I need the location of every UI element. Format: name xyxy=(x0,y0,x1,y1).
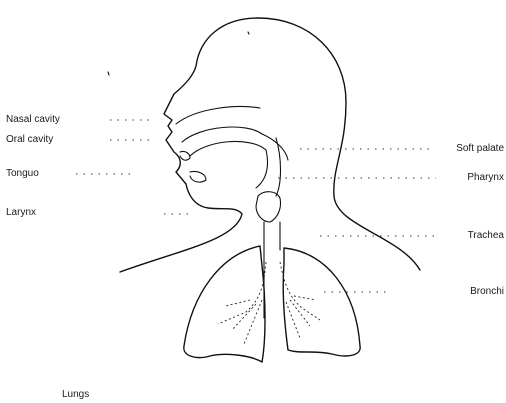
head-outline xyxy=(120,18,258,272)
lower-lip xyxy=(190,171,206,182)
label-bronchi: Bronchi xyxy=(470,286,504,298)
left-lung-outline xyxy=(184,246,265,362)
right-bronchus-airway xyxy=(280,262,320,320)
left-bronchus-branch-1 xyxy=(232,304,256,330)
label-oral-cavity: Oral cavity xyxy=(6,134,53,146)
left-bronchus-airway xyxy=(218,262,266,324)
left-bronchus-branch-3 xyxy=(226,300,250,306)
palate-line xyxy=(182,127,288,160)
label-trachea: Trachea xyxy=(468,230,504,242)
label-tongue: Tonguo xyxy=(6,168,39,180)
left-bronchus-branch-2 xyxy=(244,300,262,344)
tongue-outline xyxy=(190,141,268,188)
right-lung-outline xyxy=(283,248,360,356)
right-bronchus-branch-2 xyxy=(286,302,300,338)
larynx-outline xyxy=(256,192,281,222)
skull-back-outline xyxy=(258,18,420,270)
label-larynx: Larynx xyxy=(6,207,36,219)
stray-mark-2 xyxy=(248,32,249,34)
nasal-cavity-line xyxy=(176,107,260,124)
label-soft-palate: Soft palate xyxy=(456,143,504,155)
label-pharynx: Pharynx xyxy=(467,172,504,184)
pharynx-wall xyxy=(276,138,281,196)
right-bronchus-branch-3 xyxy=(294,296,316,300)
stray-mark-1 xyxy=(108,72,109,75)
right-bronchus-branch-1 xyxy=(290,300,310,326)
label-lungs: Lungs xyxy=(62,389,89,401)
label-nasal-cavity: Nasal cavity xyxy=(6,114,60,126)
upper-lip xyxy=(180,151,190,160)
